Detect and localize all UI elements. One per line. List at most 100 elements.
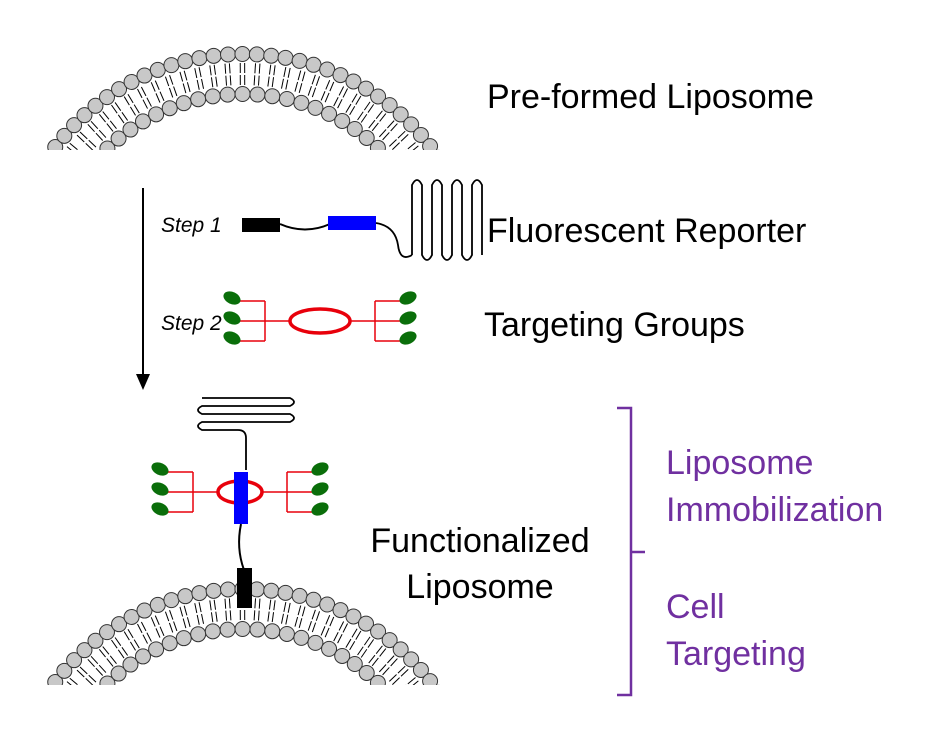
lipid-tail <box>124 632 129 641</box>
lipid-tail <box>389 674 396 681</box>
lipid-tail <box>103 647 109 655</box>
lipid-head <box>206 48 221 63</box>
linker-chain <box>239 524 244 570</box>
lipid-tail <box>143 635 148 644</box>
lipid-tail <box>254 610 255 620</box>
lipid-tail <box>141 622 146 631</box>
preformed-liposome-membrane <box>32 47 454 191</box>
lipid-tail <box>70 697 78 703</box>
lipid-head <box>292 588 307 603</box>
linker-chain <box>280 224 330 230</box>
lipid-tail <box>326 80 330 89</box>
peg-polymer-chain <box>198 398 294 470</box>
lipid-head <box>150 597 165 612</box>
lipid-head <box>308 100 323 115</box>
lipid-tail <box>70 162 78 168</box>
lipid-tail <box>70 143 78 149</box>
immobilization-label-line1: Liposome <box>666 443 813 483</box>
lipid-tail <box>425 167 433 172</box>
lipid-head <box>176 631 191 646</box>
fluorescent-reporter-label: Fluorescent Reporter <box>487 211 806 251</box>
lipid-tail <box>202 614 204 624</box>
lipid-tail <box>372 658 378 666</box>
lipid-tail <box>210 65 211 75</box>
lipid-tail <box>379 129 386 136</box>
lipid-tail <box>80 667 87 674</box>
lipid-tail <box>230 610 231 620</box>
lipid-tail <box>326 615 330 624</box>
lipid-tail <box>352 94 357 103</box>
ligand-leaf <box>397 289 418 307</box>
lipid-tail <box>380 649 386 657</box>
ligand-leaf <box>221 309 242 327</box>
lipid-tail <box>259 64 260 74</box>
lipid-head <box>249 47 264 62</box>
linker-chain <box>376 223 412 257</box>
lipid-head <box>265 89 280 104</box>
lipid-tail <box>199 602 201 612</box>
lipid-head <box>306 592 321 607</box>
scaffold-ring <box>290 309 350 333</box>
lipid-tail <box>199 67 201 77</box>
fluorescent-reporter-icon <box>242 180 482 260</box>
lipid-tail <box>428 171 436 176</box>
lipid-tail <box>364 637 370 645</box>
lipid-head <box>381 151 396 166</box>
lipid-head <box>264 583 279 598</box>
lipid-head <box>162 101 177 116</box>
lipid-head <box>192 51 207 66</box>
lipid-tail <box>96 133 103 140</box>
step-1-label: Step 1 <box>161 214 222 238</box>
lipid-head <box>220 87 235 102</box>
lipid-tail <box>269 65 270 75</box>
lipid-tail <box>184 606 187 616</box>
lipid-head <box>308 635 323 650</box>
ligand-leaf <box>309 500 330 518</box>
lipid-tail <box>76 154 84 160</box>
lipid-head <box>150 62 165 77</box>
lipid-head <box>423 674 438 689</box>
lipid-tail <box>358 647 364 655</box>
lipid-tail <box>399 685 407 691</box>
lipid-tail <box>91 121 98 128</box>
lipid-tail <box>151 82 155 91</box>
lipid-tail <box>170 610 173 619</box>
lipid-head <box>71 175 86 190</box>
lipid-tail <box>211 612 212 622</box>
lipid-tail <box>295 82 298 92</box>
lipid-tail <box>147 98 152 107</box>
lipid-head <box>294 95 309 110</box>
lipid-tail <box>392 143 399 150</box>
ligand-leaf <box>221 289 242 307</box>
lipid-tail <box>325 628 329 637</box>
lipid-head <box>423 139 438 154</box>
lipid-head <box>265 624 280 639</box>
lipid-head <box>221 47 236 62</box>
lipid-tail <box>160 92 164 101</box>
lipid-tail <box>128 629 133 638</box>
lipid-head <box>221 582 236 597</box>
lipid-tail <box>383 667 390 674</box>
ligand-leaf <box>149 480 170 498</box>
lipid-tail <box>202 79 204 89</box>
lipid-tail <box>216 612 217 622</box>
lipid-tail <box>80 132 87 139</box>
lipid-tail <box>364 102 370 110</box>
lipid-head <box>39 151 54 166</box>
lipid-head <box>235 87 250 102</box>
lipid-tail <box>70 678 78 684</box>
lipid-tail <box>77 670 84 677</box>
lipid-head <box>71 710 86 725</box>
lipid-tail <box>338 634 343 643</box>
lipid-anchor <box>237 568 252 608</box>
lipid-tail <box>230 75 231 85</box>
lipid-tail <box>312 88 315 97</box>
lipid-tail <box>169 623 172 632</box>
lipid-tail <box>284 67 286 77</box>
lipid-tail <box>210 600 211 610</box>
targeting-group-icon <box>221 289 418 347</box>
lipid-tail <box>130 107 135 116</box>
lipid-tail <box>376 646 382 654</box>
lipid-tail <box>387 656 394 663</box>
lipid-tail <box>387 121 394 128</box>
